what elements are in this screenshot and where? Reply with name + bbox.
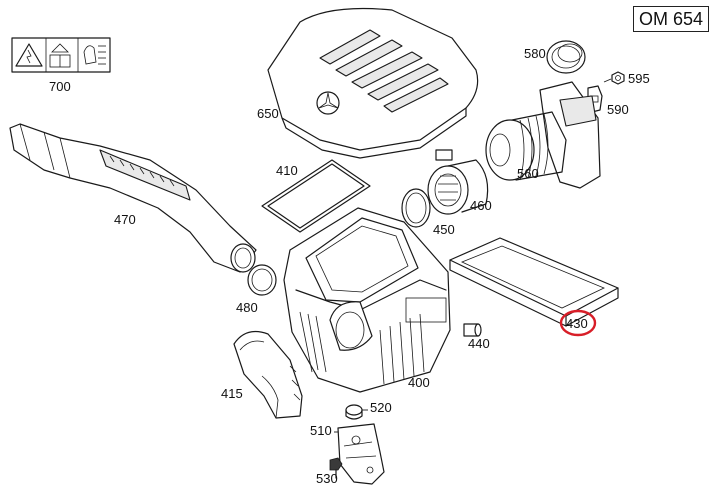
label-520: 520 [370,400,392,415]
part-400-filter-housing[interactable] [283,207,451,393]
part-470-intake-hose[interactable] [9,123,257,273]
label-410: 410 [276,163,298,178]
model-code-box: OM 654 [633,6,709,32]
part-510-bracket[interactable] [334,423,385,485]
label-480: 480 [236,300,258,315]
part-700-warning-label[interactable] [11,37,111,73]
part-520-rubber-mount[interactable] [345,404,368,420]
label-440: 440 [468,336,490,351]
part-595-nut[interactable] [603,71,625,85]
label-560: 560 [517,166,539,181]
part-430-filter-element[interactable] [449,237,619,327]
label-510: 510 [310,423,332,438]
label-415: 415 [221,386,243,401]
part-410-gasket[interactable] [261,159,371,233]
part-450-seal-ring[interactable] [401,188,431,228]
label-595: 595 [628,71,650,86]
label-460: 460 [470,198,492,213]
part-480-seal-ring[interactable] [247,264,277,296]
part-580-clamp-ring[interactable] [546,40,586,74]
label-650: 650 [257,106,279,121]
label-590: 590 [607,102,629,117]
label-700: 700 [49,79,71,94]
part-650-engine-cover[interactable] [267,7,479,159]
label-430: 430 [566,316,588,331]
label-580: 580 [524,46,546,61]
label-400: 400 [408,375,430,390]
part-560-air-duct[interactable] [485,81,601,189]
label-530: 530 [316,471,338,486]
part-440-pipe-stub[interactable] [463,323,482,337]
part-415-duct-elbow[interactable] [233,331,303,419]
part-460-air-mass-sensor[interactable] [427,149,489,215]
label-470: 470 [114,212,136,227]
label-450: 450 [433,222,455,237]
model-code-label: OM 654 [638,9,704,29]
part-530-bolt[interactable] [329,457,343,479]
highlight-ring-430 [559,309,597,337]
